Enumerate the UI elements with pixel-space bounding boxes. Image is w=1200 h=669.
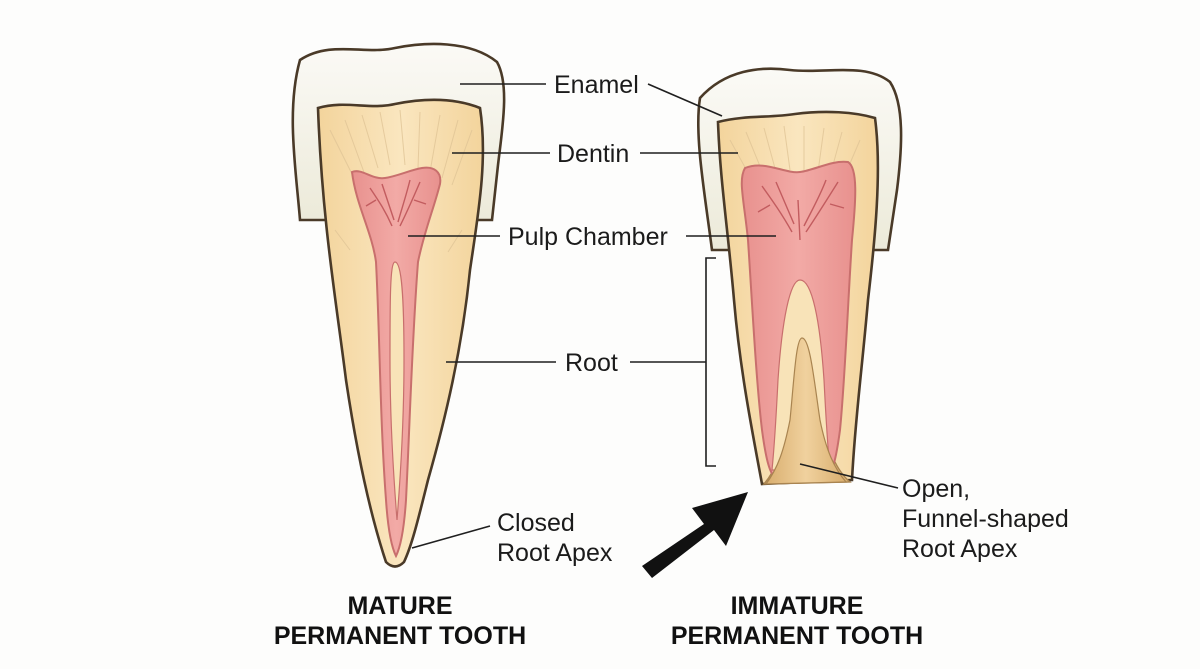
tooth-captions: MATURE PERMANENT TOOTH IMMATURE PERMANEN… — [274, 592, 923, 650]
structure-labels: Enamel Dentin Pulp Chamber Root Closed R… — [497, 71, 1069, 567]
immature-pulp-vessels — [757, 179, 845, 241]
leader-lines — [408, 83, 899, 549]
label-dentin: Dentin — [557, 140, 629, 168]
mature-pulp-vessels — [365, 179, 427, 227]
label-open-apex-line3: Root Apex — [902, 535, 1018, 563]
caption-immature-line2: PERMANENT TOOTH — [671, 622, 923, 650]
caption-mature-line2: PERMANENT TOOTH — [274, 622, 526, 650]
caption-immature-line1: IMMATURE — [731, 592, 864, 620]
mature-dentin-tubules — [329, 109, 473, 253]
root-bracket — [705, 257, 716, 467]
mature-tooth — [291, 42, 506, 568]
caption-mature-line1: MATURE — [347, 592, 452, 620]
label-open-apex-line2: Funnel-shaped — [902, 505, 1069, 533]
label-root: Root — [565, 349, 618, 377]
immature-apex-funnel — [764, 337, 848, 485]
apex-pointer-arrow-icon — [642, 492, 748, 578]
label-open-apex-line1: Open, — [902, 475, 970, 503]
label-closed-apex-line2: Root Apex — [497, 539, 613, 567]
label-closed-apex-line1: Closed — [497, 509, 575, 537]
immature-tooth — [697, 67, 903, 486]
mature-canal-inner — [389, 261, 405, 521]
label-enamel: Enamel — [554, 71, 639, 99]
label-pulp-chamber: Pulp Chamber — [508, 223, 668, 251]
